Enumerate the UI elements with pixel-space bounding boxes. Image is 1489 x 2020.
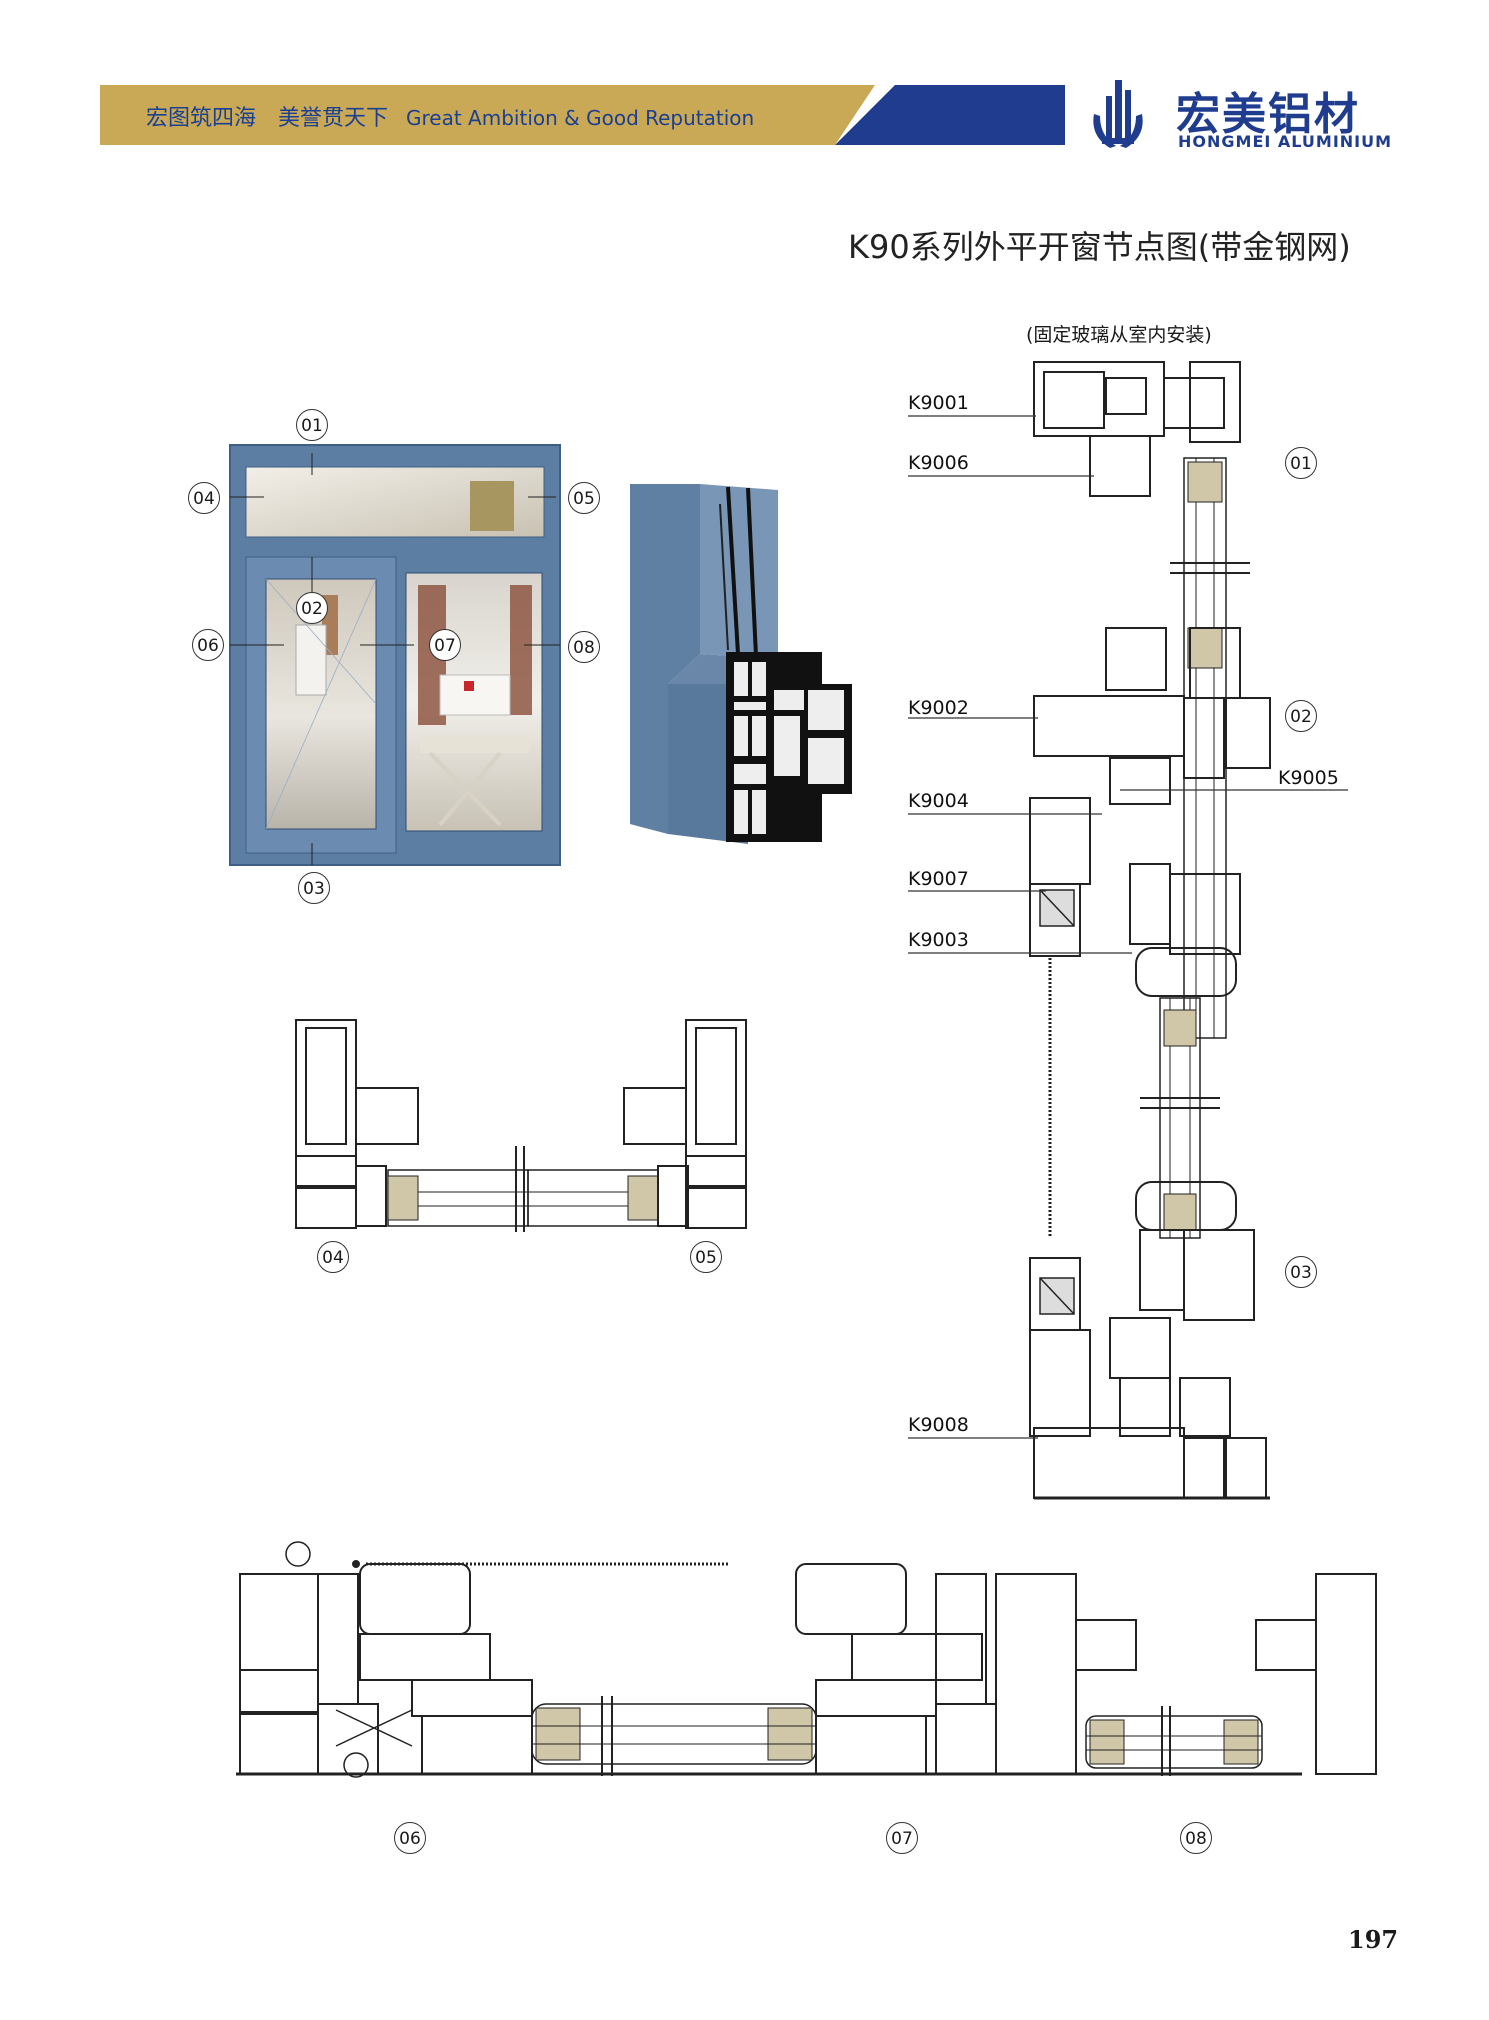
page-title: K90系列外平开窗节点图(带金钢网) [848,228,1351,266]
callout-window-01: 01 [296,409,328,441]
part-label-k9002: K9002 [908,697,969,719]
callout-section-05: 05 [690,1241,722,1273]
callout-window-03: 03 [298,872,330,904]
company-logo-icon [1093,80,1143,148]
callout-window-02: 02 [296,592,328,624]
install-note: (固定玻璃从室内安装) [1026,324,1212,346]
callout-section-04: 04 [317,1241,349,1273]
callout-window-07: 07 [429,629,461,661]
callout-window-04: 04 [188,482,220,514]
side-section-drawing [295,1019,747,1232]
part-label-k9005: K9005 [1278,767,1339,789]
callout-section-03: 03 [1285,1256,1317,1288]
window-elevation-illustration [229,444,561,866]
callout-section-02: 02 [1285,700,1317,732]
part-label-k9008: K9008 [908,1414,969,1436]
part-leader-lines [908,415,1348,1439]
callout-window-06: 06 [192,629,224,661]
part-label-k9006: K9006 [908,452,969,474]
slogan-cn: 宏图筑四海 美誉贯天下 [146,106,389,131]
callout-section-01: 01 [1285,447,1317,479]
callout-section-06: 06 [394,1822,426,1854]
profile-cutaway-illustration [630,484,852,844]
header-banner [100,85,1065,145]
page-number: 197 [1348,1925,1399,1954]
slogan-en: Great Ambition & Good Reputation [406,106,755,130]
callout-section-07: 07 [886,1822,918,1854]
vertical-section-drawing [1029,361,1271,1500]
part-label-k9007: K9007 [908,868,969,890]
bottom-section-drawing [236,1541,1377,1778]
part-label-k9001: K9001 [908,392,969,414]
callout-window-05: 05 [568,482,600,514]
callout-section-08: 08 [1180,1822,1212,1854]
part-label-k9003: K9003 [908,929,969,951]
header-slogan: 宏图筑四海 美誉贯天下 Great Ambition & Good Reputat… [146,100,754,132]
part-label-k9004: K9004 [908,790,969,812]
callout-window-08: 08 [568,631,600,663]
brand-name-en: HONGMEI ALUMINIUM [1178,132,1393,151]
brand-name-cn: 宏美铝材 [1176,89,1360,140]
